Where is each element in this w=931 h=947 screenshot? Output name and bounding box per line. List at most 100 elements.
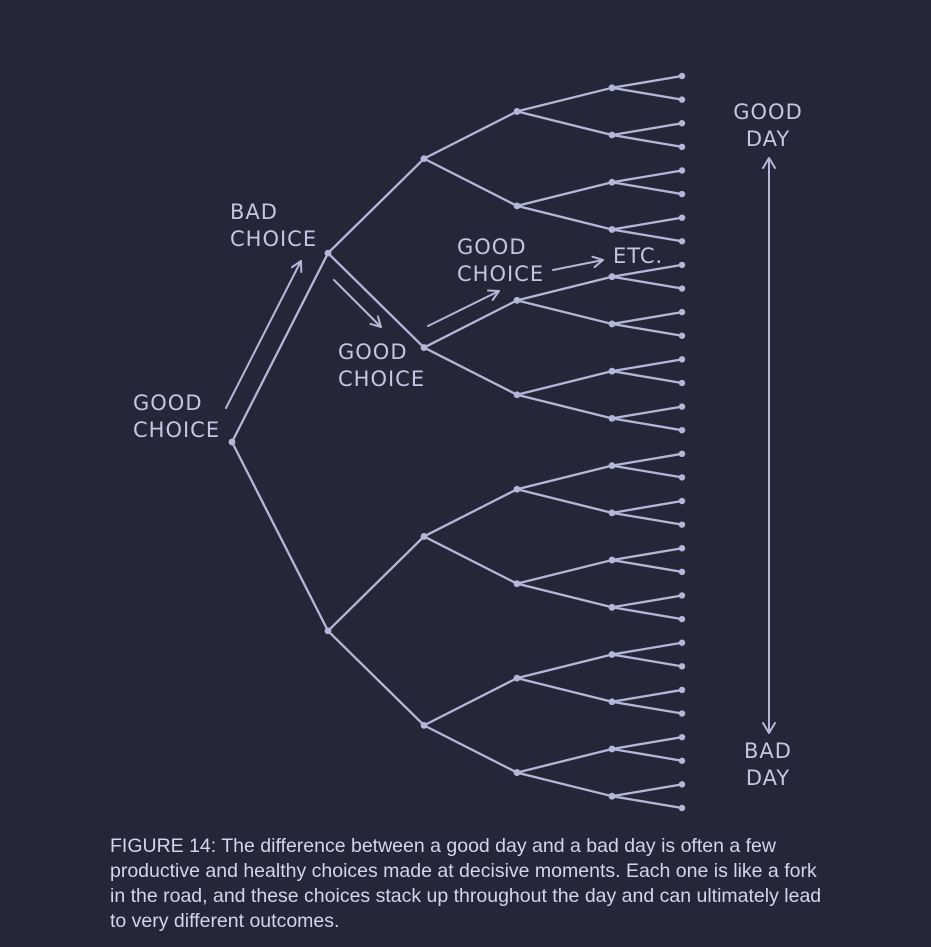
outcome-node xyxy=(678,639,686,646)
bad-choice-line-2: CHOICE xyxy=(230,227,318,251)
tree-branch-line xyxy=(610,594,684,609)
tree-branch-line xyxy=(610,452,684,467)
tree-branch-line xyxy=(515,747,614,774)
tree-branch-line xyxy=(610,688,684,703)
tree-branch-line xyxy=(610,133,684,148)
tree-branch-line xyxy=(610,122,684,137)
decision-node xyxy=(324,249,332,257)
tree-branch-line xyxy=(515,488,614,514)
tree-branch-line xyxy=(515,653,614,680)
tree-branch-line xyxy=(610,322,684,337)
outcome-node xyxy=(678,781,686,788)
tree-branch-line xyxy=(610,417,684,432)
choice-arrows xyxy=(225,255,604,409)
decision-node xyxy=(608,178,616,186)
tree-branch-line xyxy=(610,216,684,231)
tree-branch-line xyxy=(610,641,684,656)
upper-good-choice-line-1: GOOD xyxy=(457,235,527,259)
tree-branch-line xyxy=(515,370,614,396)
tree-branch-line xyxy=(610,464,684,479)
decision-node xyxy=(420,721,428,729)
decision-node xyxy=(513,202,521,210)
root-good-choice-label: GOOD CHOICE xyxy=(133,390,220,444)
upper-good-choice-label: GOOD CHOICE xyxy=(457,234,544,288)
outcome-node xyxy=(678,332,686,339)
upper-good-choice-line-2: CHOICE xyxy=(457,262,545,286)
decision-node xyxy=(608,462,616,470)
tree-branch-line xyxy=(610,795,684,810)
decision-node xyxy=(513,296,521,304)
tree-branch-line xyxy=(230,440,330,633)
tree-branch-line xyxy=(326,629,426,727)
tree-branch-line xyxy=(610,169,684,184)
tree-branch-line xyxy=(610,275,684,290)
bad-choice-line-1: BAD xyxy=(230,200,278,224)
outcome-node xyxy=(678,190,686,198)
decision-node xyxy=(608,320,616,328)
etc-label: ETC. xyxy=(613,243,663,270)
outcome-node xyxy=(678,497,686,505)
decision-node xyxy=(608,651,616,658)
decision-node xyxy=(228,438,236,446)
tree-branch-line xyxy=(610,86,684,101)
decision-node xyxy=(513,391,521,399)
decision-node xyxy=(608,273,616,281)
tree-branch-line xyxy=(422,535,519,585)
tree-nodes xyxy=(228,72,686,812)
decision-node xyxy=(513,769,521,776)
tree-branch-line xyxy=(422,157,519,208)
tree-branch-line xyxy=(422,299,519,349)
decision-node xyxy=(608,792,616,800)
tree-branch-line xyxy=(610,263,684,278)
tree-branch-line xyxy=(422,346,519,396)
outcome-node xyxy=(678,120,686,127)
tree-branch-line xyxy=(610,74,684,89)
upper-good-choice-arrow-head xyxy=(487,289,500,301)
tree-branch-line xyxy=(515,275,614,302)
tree-branch-line xyxy=(610,405,684,420)
tree-branch-line xyxy=(610,370,684,385)
bad-choice-arrow-shaft xyxy=(225,260,302,409)
tree-branch-line xyxy=(515,181,614,208)
tree-branch-line xyxy=(515,558,614,585)
good-choice-arrow-head xyxy=(369,315,382,328)
outcome-node xyxy=(678,804,686,812)
tree-branch-line xyxy=(610,228,684,243)
etc-text: ETC. xyxy=(613,244,664,268)
decision-node xyxy=(608,131,616,139)
tree-branch-line xyxy=(422,724,519,774)
outcome-node xyxy=(678,474,686,481)
decision-node xyxy=(420,155,428,163)
etc-arrow-shaft xyxy=(552,259,604,271)
outcome-node xyxy=(678,96,686,103)
outcome-node xyxy=(678,615,686,623)
tree-branch-line xyxy=(610,499,684,514)
tree-branch-line xyxy=(422,488,519,538)
outcome-node xyxy=(678,568,686,576)
outcome-node xyxy=(678,285,686,292)
outcome-node xyxy=(678,261,686,269)
tree-branch-line xyxy=(610,700,684,715)
outcome-node xyxy=(678,710,686,717)
decision-node xyxy=(608,556,616,564)
good-day-line-2: DAY xyxy=(745,127,791,151)
tree-branch-line xyxy=(515,86,614,113)
outcome-node xyxy=(678,450,686,458)
tree-branch-line xyxy=(422,676,519,727)
decision-node xyxy=(513,580,521,588)
mid-good-choice-line-2: CHOICE xyxy=(338,367,426,391)
outcome-node xyxy=(678,238,686,245)
tree-branch-line xyxy=(515,299,614,326)
good-day-label: GOOD DAY xyxy=(718,99,818,153)
tree-branch-line xyxy=(610,558,684,574)
decision-node xyxy=(513,674,521,682)
outcome-node xyxy=(678,733,686,741)
bad-choice-label: BAD CHOICE xyxy=(230,199,317,253)
outcome-node xyxy=(678,214,686,221)
outcome-node xyxy=(678,592,686,599)
outcome-node xyxy=(678,521,686,528)
outcome-node xyxy=(678,686,686,694)
decision-node xyxy=(420,533,428,540)
tree-branch-line xyxy=(610,181,684,196)
tree-branch-line xyxy=(610,736,684,751)
